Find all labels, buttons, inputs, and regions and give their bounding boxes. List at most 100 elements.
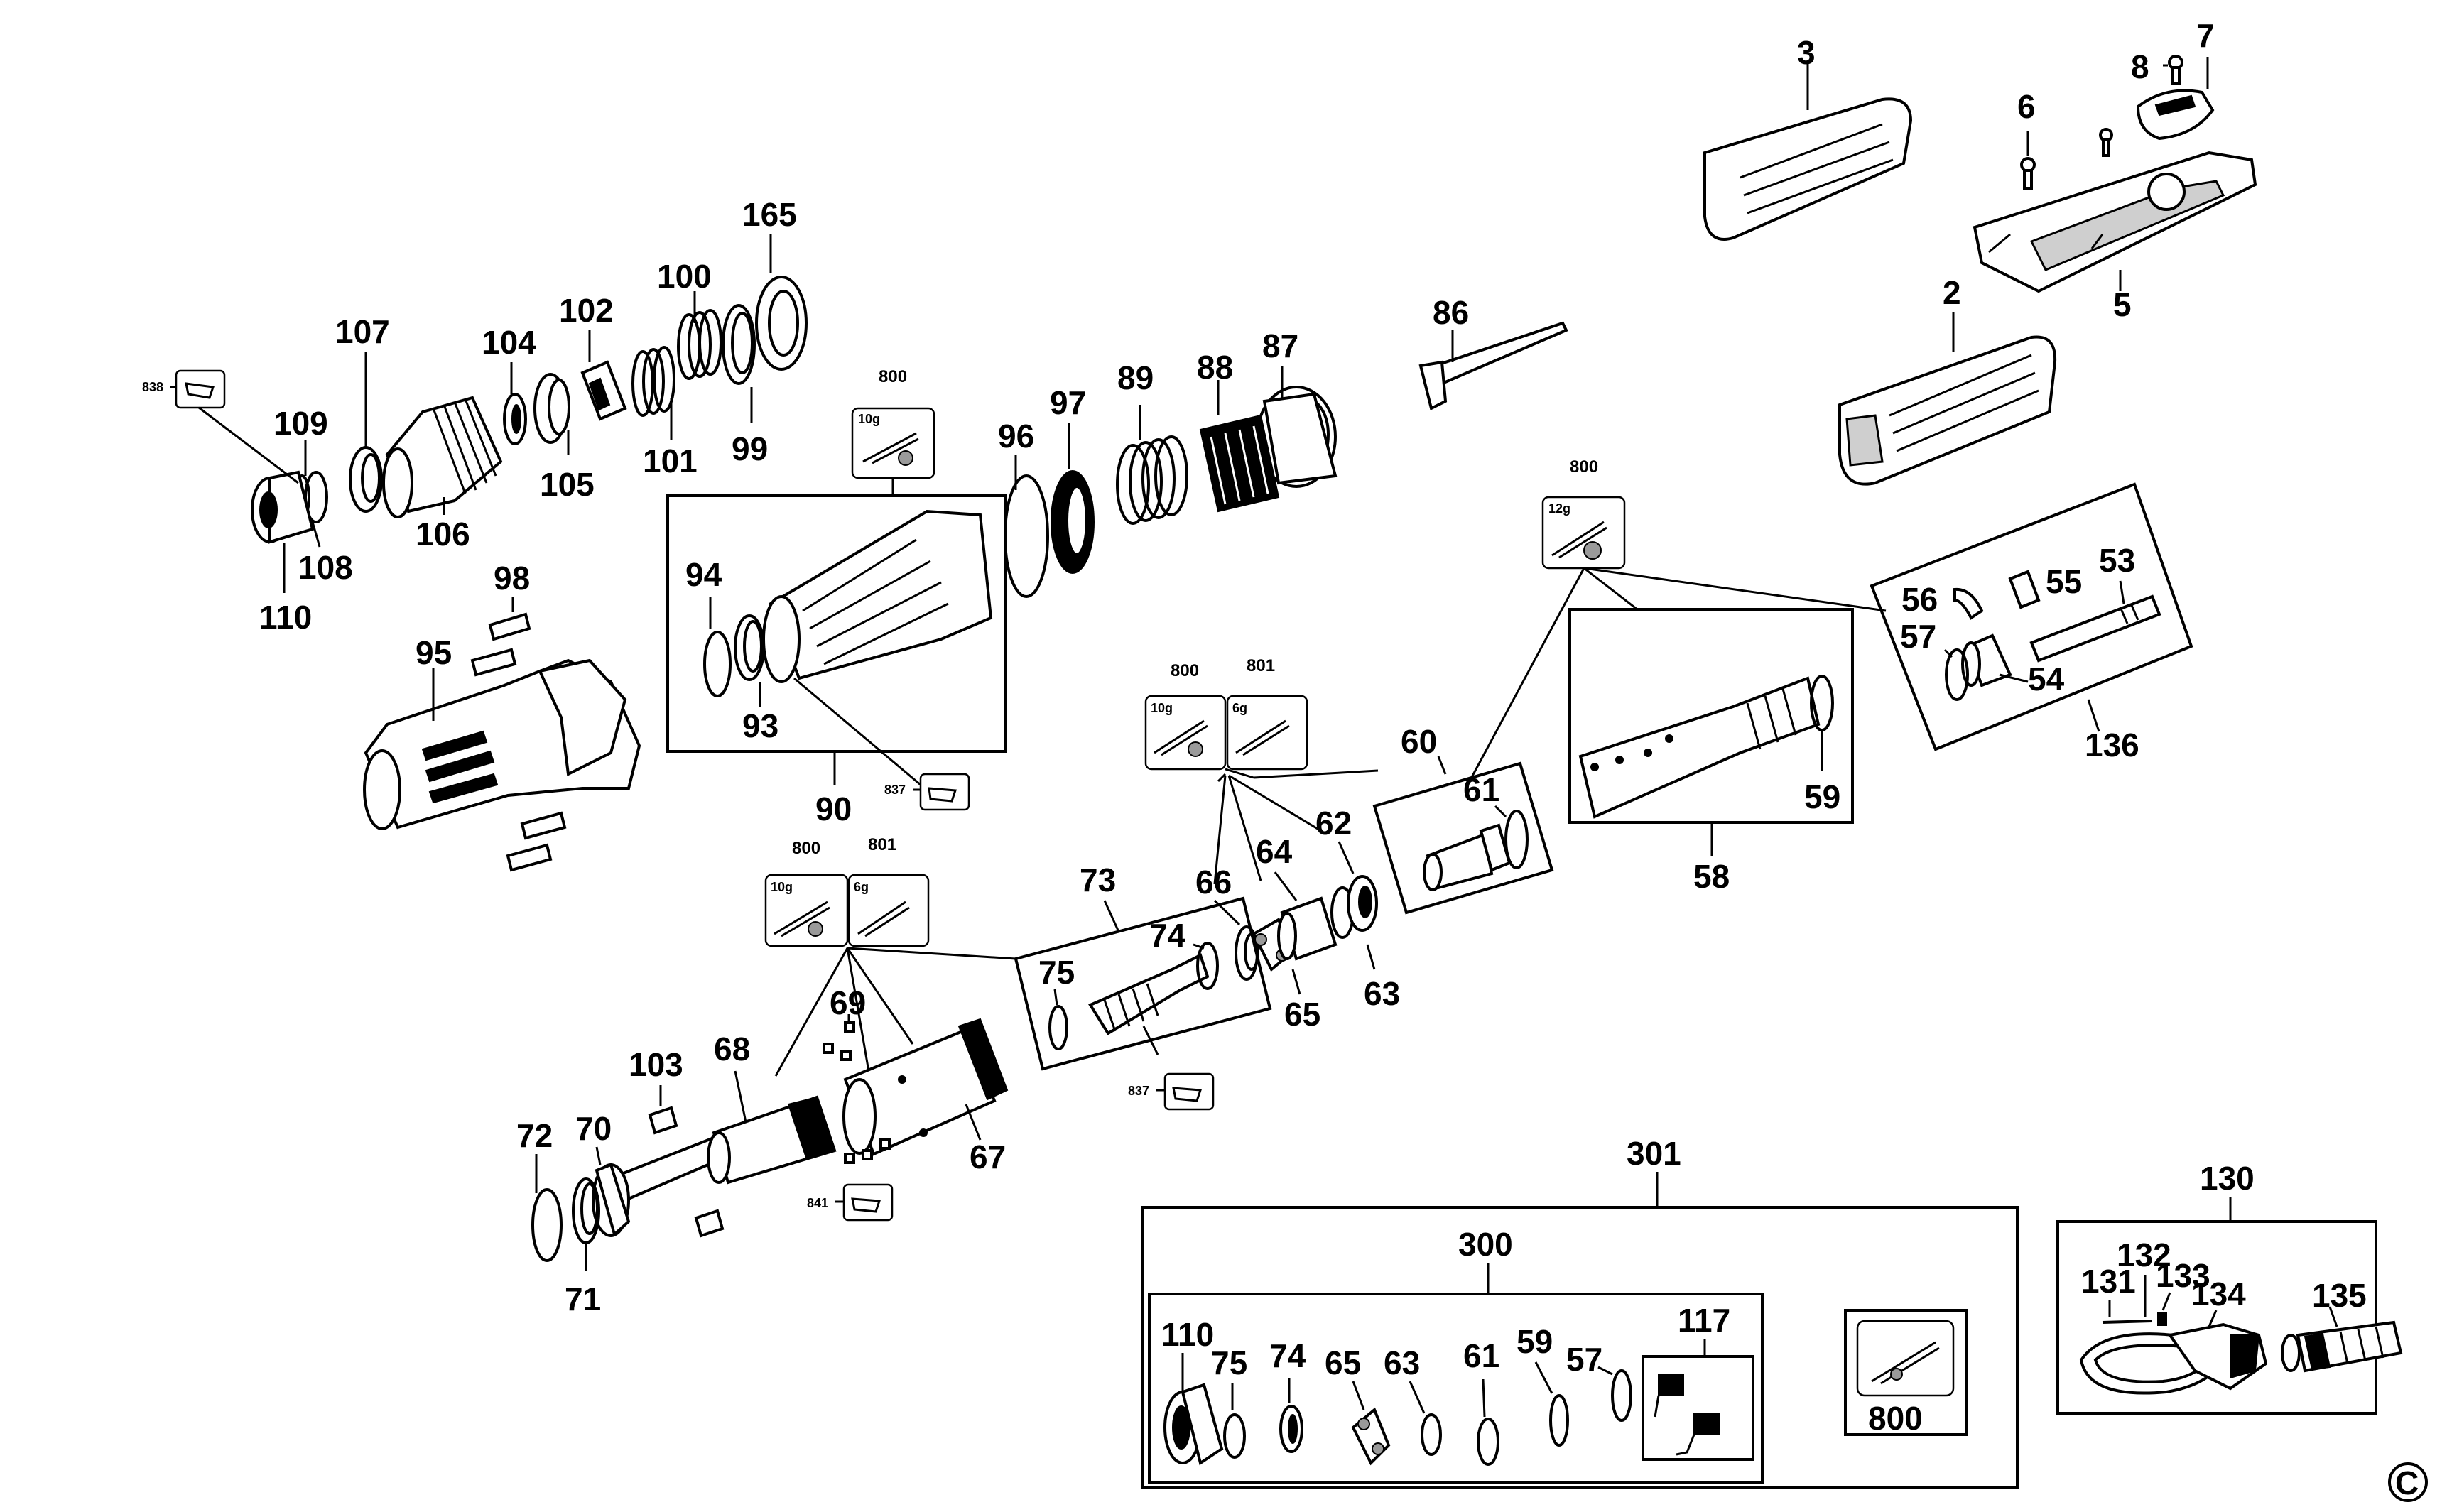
part-64-piston (1274, 871, 1338, 961)
part-53-pin (2029, 580, 2161, 663)
label-96: 96 (998, 418, 1034, 455)
label-72: 72 (516, 1117, 553, 1154)
group-117-box (1642, 1355, 1754, 1461)
label-54: 54 (2028, 660, 2065, 697)
label-66: 66 (1195, 864, 1232, 901)
part-2-side-cover (1838, 312, 2057, 486)
label-134: 134 (2191, 1276, 2246, 1312)
part-73-spindle (1088, 900, 1210, 1055)
label-88: 88 (1197, 349, 1233, 386)
kit-part-59 (1534, 1361, 1569, 1447)
part-60-striker (1423, 823, 1512, 891)
part-98-pins (470, 597, 567, 872)
label-67: 67 (970, 1138, 1006, 1175)
kit-label-61: 61 (1463, 1337, 1499, 1374)
label-105: 105 (540, 466, 595, 503)
copyright-letter: C (2395, 1464, 2419, 1501)
part-66-washer (1213, 899, 1259, 981)
kit-800-b-qty: 12g (1548, 501, 1570, 516)
tag-841 (835, 1183, 894, 1222)
label-90: 90 (815, 790, 852, 827)
kit-800-a-label: 800 (879, 367, 907, 386)
label-69: 69 (830, 984, 866, 1021)
tag-837-a-label: 837 (884, 783, 906, 797)
part-59-ring (1810, 675, 1834, 771)
group-136-box (1870, 482, 2193, 751)
group-73-box (1014, 896, 1272, 1071)
kit-part-117-brushes (1654, 1374, 1720, 1456)
part-68-tool-holder (616, 1070, 837, 1202)
label-100: 100 (657, 258, 712, 295)
kit-label-59: 59 (1517, 1323, 1553, 1360)
part-110-cap (251, 470, 315, 593)
kit-part-110 (1163, 1353, 1224, 1466)
label-95: 95 (416, 634, 452, 671)
tag-837-b-label: 837 (1128, 1084, 1149, 1098)
part-106-chuck-body (382, 396, 503, 518)
kit-part-75 (1223, 1383, 1246, 1459)
part-96-clip (1004, 455, 1049, 598)
part-7-cap (2136, 57, 2215, 141)
part-90-cage (762, 509, 993, 683)
label-3: 3 (1797, 34, 1816, 71)
kit-label-57: 57 (1566, 1341, 1602, 1378)
kit-part-57 (1597, 1366, 1632, 1422)
label-300: 300 (1458, 1226, 1513, 1263)
part-5-top-housing (1973, 151, 2257, 293)
label-8: 8 (2131, 48, 2149, 85)
label-132: 132 (2117, 1236, 2171, 1273)
label-106: 106 (416, 516, 470, 553)
kit-800-a-qty: 10g (858, 412, 880, 426)
label-87: 87 (1262, 327, 1298, 364)
kit-label-800: 800 (1868, 1400, 1923, 1437)
group-301-box (1141, 1206, 2019, 1489)
label-110: 110 (259, 599, 312, 636)
label-133: 133 (2156, 1257, 2210, 1294)
kit-801-c (1225, 695, 1379, 779)
kit-label-117: 117 (1678, 1302, 1730, 1339)
part-56-clip (1953, 587, 1984, 620)
part-6-screw (2020, 128, 2113, 190)
kit-part-74 (1279, 1378, 1303, 1453)
kit-800-c-qty: 10g (1151, 701, 1173, 715)
tag-837-a (793, 677, 970, 811)
label-63: 63 (1364, 975, 1400, 1012)
label-165: 165 (742, 196, 797, 233)
kit-800-d (764, 874, 849, 947)
part-93-ring (734, 614, 765, 707)
part-99-ring (722, 304, 756, 423)
label-107: 107 (335, 313, 390, 350)
label-101: 101 (643, 442, 698, 479)
label-74: 74 (1149, 917, 1186, 954)
part-165-washer (755, 234, 808, 371)
part-131-bolt (2102, 1300, 2153, 1324)
tag-838-grease (170, 369, 299, 484)
label-301: 301 (1627, 1135, 1681, 1172)
label-55: 55 (2046, 563, 2082, 600)
label-104: 104 (482, 324, 536, 361)
tag-841-label: 841 (807, 1196, 828, 1210)
part-69-balls (823, 1014, 891, 1164)
label-53: 53 (2099, 542, 2135, 579)
part-86-rod (1418, 321, 1568, 410)
group-130-box (2056, 1220, 2377, 1415)
label-57: 57 (1900, 618, 1936, 655)
label-86: 86 (1433, 294, 1469, 331)
part-103-block (648, 1085, 725, 1238)
group-300-box (1148, 1293, 1764, 1484)
part-61-ring (1494, 805, 1529, 869)
kit-label-74: 74 (1269, 1337, 1306, 1374)
kit-800-c-label: 800 (1171, 661, 1199, 680)
kit-800-b-label: 800 (1570, 457, 1598, 477)
part-57-ring (1943, 648, 1969, 701)
label-93: 93 (742, 707, 778, 744)
kit-part-800-grease (1844, 1309, 1968, 1436)
label-109: 109 (273, 405, 328, 442)
part-55-key (2008, 570, 2041, 609)
part-105-ring (533, 373, 570, 455)
part-94-ring (703, 597, 732, 697)
kit-800-b (1469, 496, 1887, 781)
label-89: 89 (1117, 359, 1154, 396)
label-102: 102 (559, 292, 614, 329)
part-70-cap (592, 1146, 631, 1237)
